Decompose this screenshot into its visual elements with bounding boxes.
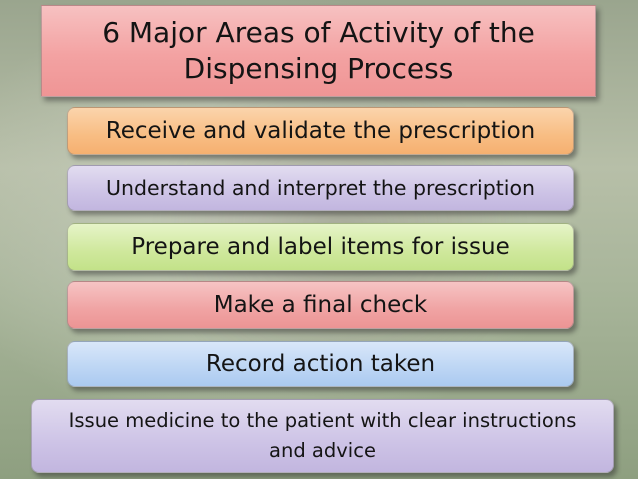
step-label: Issue medicine to the patient with clear… — [68, 409, 577, 462]
slide-title: 6 Major Areas of Activity of the Dispens… — [41, 5, 596, 97]
step-understand-interpret: Understand and interpret the prescriptio… — [67, 165, 574, 211]
step-issue-medicine: Issue medicine to the patient with clear… — [31, 399, 614, 473]
step-prepare-label: Prepare and label items for issue — [67, 223, 574, 271]
step-record-action: Record action taken — [67, 341, 574, 387]
step-label: Record action taken — [205, 351, 436, 377]
slide-title-text: 6 Major Areas of Activity of the Dispens… — [102, 16, 535, 85]
step-label: Make a final check — [213, 292, 428, 318]
step-label: Understand and interpret the prescriptio… — [106, 176, 535, 200]
step-receive-validate: Receive and validate the prescription — [67, 107, 574, 155]
step-label: Receive and validate the prescription — [105, 118, 536, 144]
step-final-check: Make a final check — [67, 281, 574, 329]
step-label: Prepare and label items for issue — [131, 234, 510, 260]
